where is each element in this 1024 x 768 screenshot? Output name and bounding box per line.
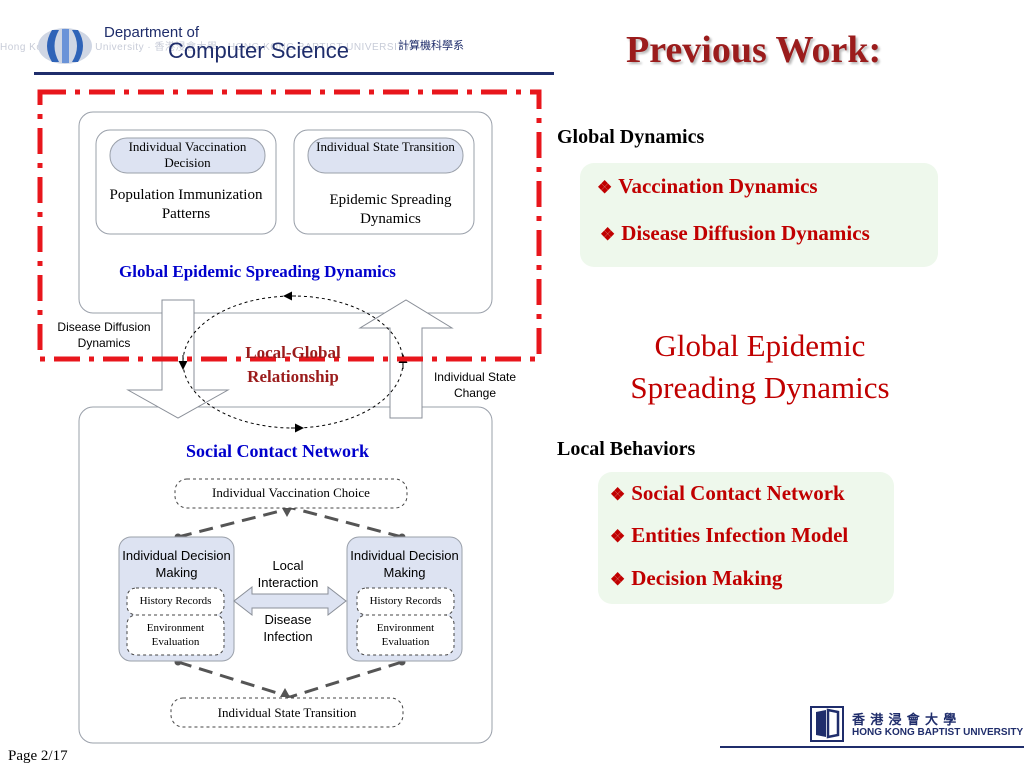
university-english-name: HONG KONG BAPTIST UNIVERSITY <box>852 727 1024 738</box>
diamond-bullet-icon: ❖ <box>597 178 613 197</box>
state-transition-label: Individual State Transition <box>217 705 357 720</box>
local-interaction-label: Local Interaction <box>257 558 319 590</box>
decision-left-label: Individual Decision Making <box>122 548 231 580</box>
local-global-label: Local-Global Relationship <box>245 343 341 386</box>
global-epidemic-title: Global Epidemic Spreading Dynamics <box>119 262 396 281</box>
local-item: ❖Entities Infection Model <box>610 523 849 547</box>
environment-right-label: Environment Evaluation <box>376 622 435 648</box>
department-label: Department of <box>104 24 200 41</box>
global-dynamics-heading: Global Dynamics <box>557 126 705 148</box>
local-behaviors-heading: Local Behaviors <box>557 438 696 460</box>
slide-title: Previous Work: <box>626 29 882 71</box>
choice-arrowhead <box>282 508 292 517</box>
decision-right-label: Individual Decision Making <box>350 548 459 580</box>
diamond-bullet-icon: ❖ <box>610 485 626 504</box>
transition-link-right <box>289 660 403 699</box>
disease-infection-label: Disease Infection <box>263 612 313 644</box>
vaccination-decision-pill <box>109 137 266 174</box>
environment-eval-left <box>126 614 225 656</box>
global-item: ❖Vaccination Dynamics <box>597 174 818 198</box>
page-number: Page 2/17 <box>8 748 68 764</box>
diamond-bullet-icon: ❖ <box>610 527 626 546</box>
header-watermark: Hong Kong Baptist University · 香港浸會大學 · … <box>0 42 412 52</box>
history-records-right <box>356 587 455 616</box>
local-item: ❖Social Contact Network <box>610 481 845 505</box>
history-records-left <box>126 587 225 616</box>
history-right-label: History Records <box>369 595 442 607</box>
center-title: Global Epidemic Spreading Dynamics <box>630 328 890 405</box>
population-immunization-label: Population Immunization Patterns <box>109 187 263 222</box>
vaccination-choice-label: Individual Vaccination Choice <box>212 485 370 500</box>
department-chinese-name: 計算機科學系 <box>398 40 464 52</box>
footer-rule <box>720 746 1024 748</box>
epidemic-spreading-label: Epidemic Spreading Dynamics <box>329 192 452 227</box>
global-boundary-highlight <box>37 89 542 362</box>
state-transition-box <box>170 697 404 728</box>
environment-eval-right <box>356 614 455 656</box>
global-item: ❖Disease Diffusion Dynamics <box>600 221 870 245</box>
diamond-bullet-icon: ❖ <box>600 225 616 244</box>
university-chinese-name: 香 港 浸 會 大 學 <box>852 712 958 727</box>
social-network-title: Social Contact Network <box>186 441 369 461</box>
diamond-bullet-icon: ❖ <box>610 570 626 589</box>
transition-arrowhead <box>280 688 290 697</box>
local-interaction-arrow <box>233 585 347 617</box>
vaccination-decision-label: Individual Vaccination Decision <box>128 139 247 170</box>
disease-diffusion-label: Disease Diffusion Dynamics <box>57 320 151 350</box>
choice-link-right <box>291 506 403 539</box>
history-left-label: History Records <box>139 595 212 607</box>
local-behaviors-list: ❖Social Contact Network ❖Entities Infect… <box>598 472 894 604</box>
state-transition-pill-label: Individual State Transition <box>316 139 455 154</box>
transition-link-left <box>177 660 291 699</box>
department-name: Computer Science <box>168 38 349 63</box>
state-change-label: Individual State Change <box>433 370 517 400</box>
global-dynamics-list: ❖Vaccination Dynamics ❖Disease Diffusion… <box>580 163 938 267</box>
local-item: ❖Decision Making <box>610 566 783 590</box>
vaccination-choice-box <box>174 478 408 509</box>
department-logo <box>38 28 92 64</box>
university-logo <box>810 706 844 742</box>
header: Hong Kong Baptist University · 香港浸會大學 · … <box>0 0 1024 80</box>
state-transition-pill <box>307 137 464 174</box>
header-rule <box>34 72 554 75</box>
choice-link-left <box>177 506 293 539</box>
environment-left-label: Environment Evaluation <box>146 622 205 648</box>
